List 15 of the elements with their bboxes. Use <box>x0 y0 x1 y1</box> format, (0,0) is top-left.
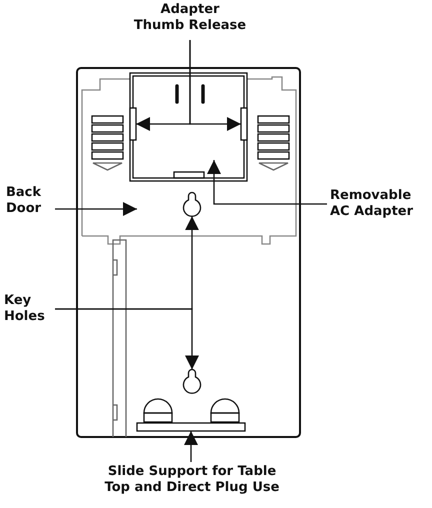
leader-arrow <box>55 202 137 216</box>
slide-support-bar <box>136 422 246 432</box>
callout-label: Slide Support for Table Top and Direct Plug Use <box>50 464 334 496</box>
leader-arrow <box>55 308 199 370</box>
keyhole <box>182 192 202 217</box>
leader-arrow <box>184 431 198 462</box>
leader-arrow <box>189 40 241 131</box>
leader-arrow <box>207 160 327 205</box>
callout-label: Key Holes <box>4 293 52 325</box>
callout-label: Back Door <box>6 185 52 217</box>
callout-label: Removable AC Adapter <box>330 188 430 220</box>
callout-label: Adapter Thumb Release <box>130 2 250 34</box>
tab <box>240 107 248 141</box>
keyhole <box>182 368 202 394</box>
tab <box>129 107 137 141</box>
